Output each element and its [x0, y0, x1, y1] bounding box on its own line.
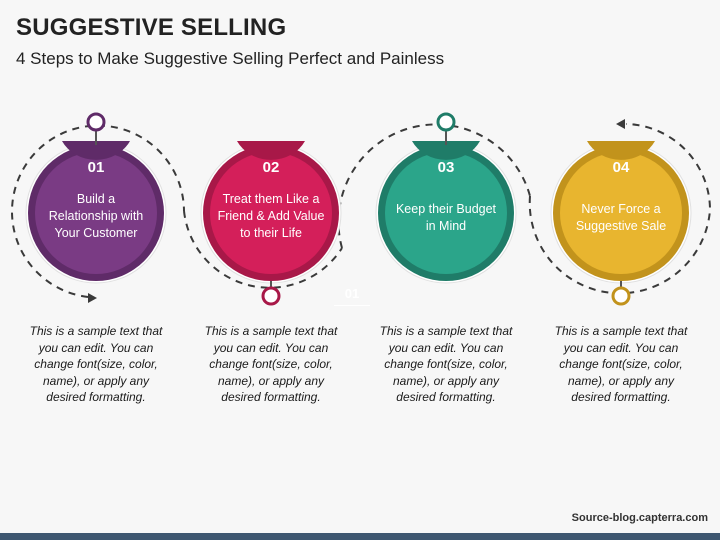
- page-subtitle: 4 Steps to Make Suggestive Selling Perfe…: [16, 49, 445, 68]
- bottom-bar: [0, 533, 720, 540]
- source-credit: Source-blog.capterra.com: [571, 512, 708, 524]
- step-2-description: This is a sample text that you can edit.…: [204, 324, 338, 404]
- step-3-node: [375, 112, 517, 284]
- stray-step-number: 01: [344, 286, 360, 301]
- page-title: SUGGESTIVE SELLING: [16, 14, 287, 41]
- step-1-label: Build a Relationship with Your Customer: [48, 192, 144, 240]
- step-4-number: 04: [613, 159, 630, 176]
- step-4-label: Never Force a Suggestive Sale: [575, 202, 667, 233]
- step-2-label: Treat them Like a Friend & Add Value to …: [217, 192, 325, 240]
- step-1-number: 01: [88, 159, 105, 176]
- arrowhead-start-icon: [88, 293, 97, 303]
- connector-arc-2: [183, 210, 343, 289]
- stray-underline: [334, 305, 370, 306]
- step-3-label: Keep their Budget in Mind: [395, 202, 497, 233]
- step-2-number: 02: [263, 159, 280, 176]
- connector-arc-4: [528, 123, 712, 295]
- connector-arc-1: [11, 124, 185, 298]
- step-1-node: [25, 112, 167, 284]
- step-1-description: This is a sample text that you can edit.…: [29, 324, 163, 404]
- step-3-number: 03: [438, 159, 455, 176]
- step-4-description: This is a sample text that you can edit.…: [554, 324, 688, 404]
- step-4-node: [550, 141, 692, 306]
- step-2-node: [200, 141, 342, 306]
- step-3-description: This is a sample text that you can edit.…: [379, 324, 513, 404]
- arrowhead-end-icon: [616, 119, 625, 129]
